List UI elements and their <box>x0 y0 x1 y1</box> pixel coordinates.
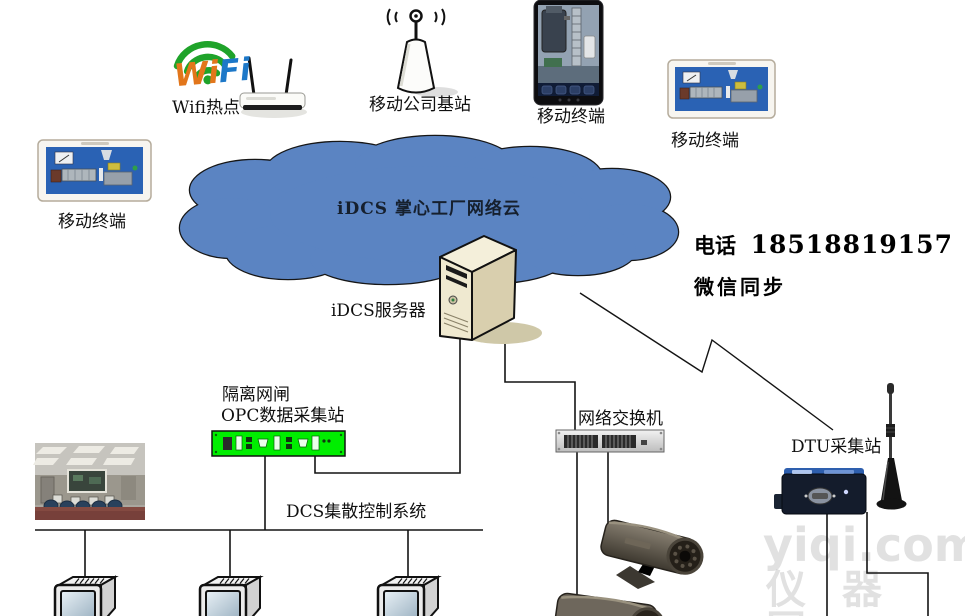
watermark-line2: 仪器网 <box>766 567 918 616</box>
server-label: iDCS服务器 <box>331 301 426 321</box>
gateway-label-line2: OPC数据采集站 <box>221 406 345 426</box>
camera-icon <box>600 519 704 589</box>
control-room-photo <box>33 443 145 520</box>
wifi-logo-text: WiFi <box>172 51 253 95</box>
base-station-label: 移动公司基站 <box>369 95 471 115</box>
tablet-left-label: 移动终端 <box>58 212 126 232</box>
wifi-logo-wi: Wi <box>172 54 221 95</box>
server-icon <box>439 235 542 344</box>
contact-wechat: 微信同步 <box>694 275 786 299</box>
network-switch-icon <box>555 429 665 453</box>
tablet-right-icon <box>667 59 776 119</box>
tablet-right-label: 移动终端 <box>671 131 739 151</box>
opc-gateway-device <box>211 430 346 457</box>
dtu-device <box>774 468 867 515</box>
cloud-icon <box>178 134 680 286</box>
wifi-logo-fi: Fi <box>217 51 253 91</box>
dtu-station-label: DTU采集站 <box>791 437 882 457</box>
router-icon <box>239 56 307 118</box>
contact-phone-number: 18518819157 <box>750 230 953 259</box>
smartphone-icon <box>533 0 604 106</box>
crt-computer-1 <box>53 575 117 616</box>
camera-2-icon <box>553 592 665 616</box>
wifi-logo-icon <box>173 41 236 85</box>
crt-computer-3 <box>376 575 440 616</box>
dcs-system-label: DCS集散控制系统 <box>286 502 427 522</box>
network-switch-label: 网络交换机 <box>578 409 663 429</box>
base-station-icon <box>386 8 458 97</box>
cloud-label: iDCS 掌心工厂网络云 <box>337 199 521 219</box>
wireless-zigzag-line <box>579 292 834 431</box>
tablet-left-icon <box>37 139 152 202</box>
mobile-phone-label: 移动终端 <box>537 107 605 127</box>
antenna-icon <box>876 383 907 510</box>
crt-computer-2 <box>198 575 262 616</box>
gateway-label-line1: 隔离网闸 <box>222 385 290 405</box>
watermark-line1: yiqi.com <box>763 518 965 572</box>
contact-phone-label: 电话 <box>694 234 736 258</box>
contact-phone: 电话 18518819157 <box>694 232 953 257</box>
wifi-hotspot-label: Wifi热点 <box>172 98 240 118</box>
